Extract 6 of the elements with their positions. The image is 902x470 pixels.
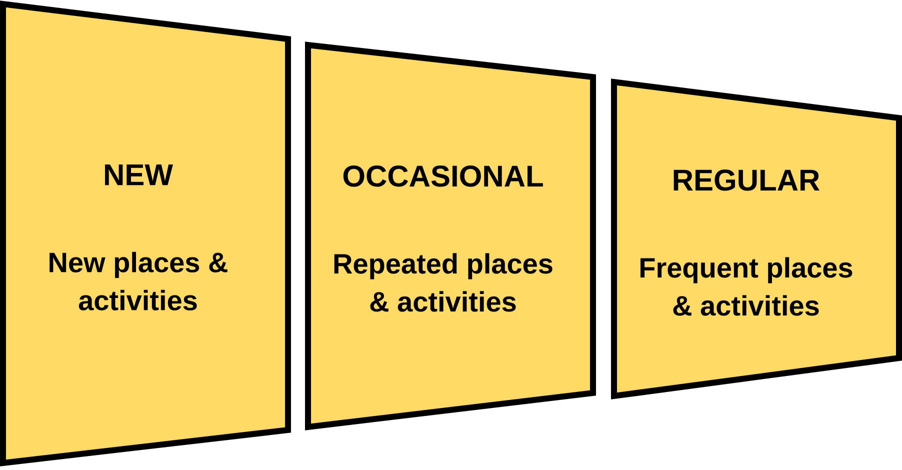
panel-heading: NEW bbox=[105, 164, 173, 186]
panel-text: Repeated places & activities bbox=[334, 253, 552, 312]
panel-heading: OCCASIONAL bbox=[343, 166, 543, 187]
panel-text: New places & activities bbox=[50, 252, 228, 310]
panel-heading: REGULAR bbox=[674, 170, 820, 191]
panel-text: Frequent places & activities bbox=[640, 257, 852, 316]
